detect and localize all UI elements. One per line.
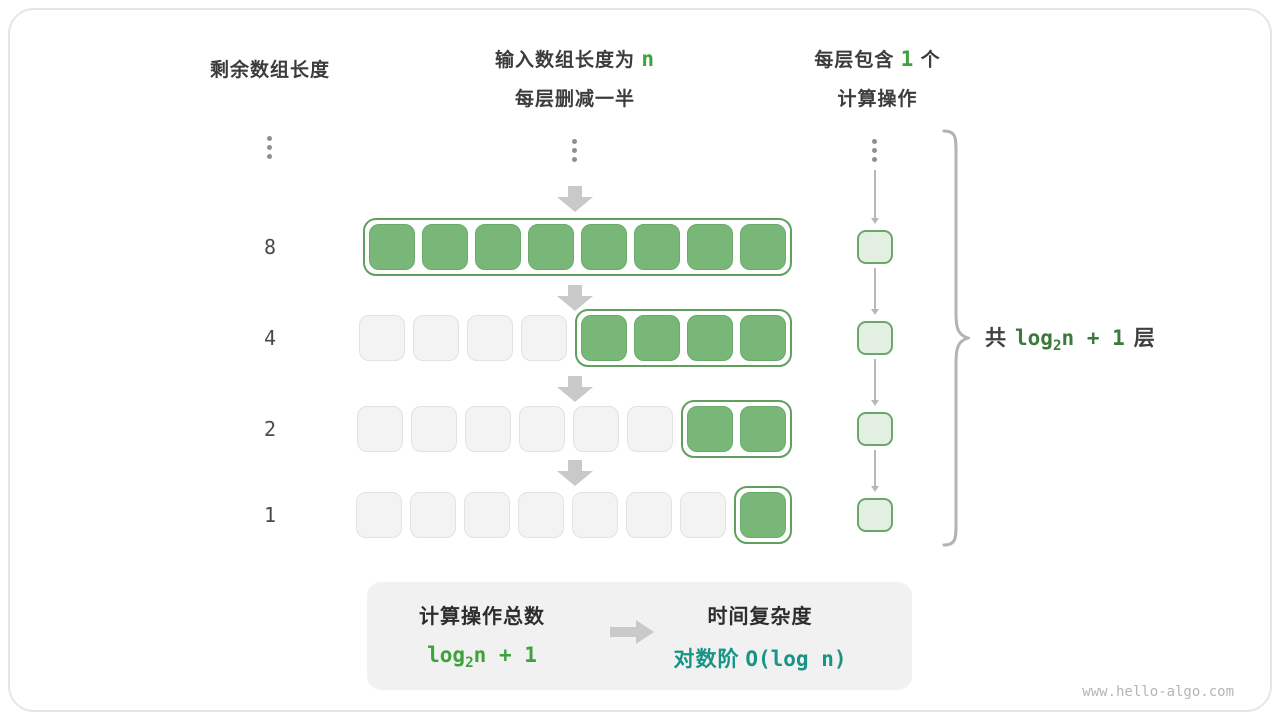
row-label: 4: [263, 326, 277, 350]
array-cell-active: [369, 224, 415, 270]
header-ops-per-layer-suffix: 个: [920, 50, 941, 71]
right-arrow-icon: [610, 620, 654, 644]
connector-arrow-icon: [871, 170, 879, 224]
array-cell-removed: [413, 315, 459, 361]
array-row: [359, 309, 792, 367]
array-cell-active: [634, 224, 680, 270]
header-ops-per-layer-text: 每层包含: [814, 50, 895, 71]
row-label: 2: [263, 417, 277, 441]
array-cell-removed: [521, 315, 567, 361]
array-cell-removed: [626, 492, 672, 538]
down-arrow-icon: [557, 186, 593, 212]
header-ops-per-layer: 每层包含 1 个: [780, 45, 975, 72]
down-arrow-icon: [557, 285, 593, 311]
active-subarray-group: [575, 309, 792, 367]
array-cell-active: [740, 492, 786, 538]
header-input-length-n: n: [641, 47, 655, 71]
down-arrow-icon: [557, 460, 593, 486]
header-compute-ops: 计算操作: [837, 89, 918, 110]
array-row: [363, 218, 792, 276]
active-subarray-group: [681, 400, 792, 458]
ellipsis-dots-icon: [572, 139, 577, 162]
array-cell-active: [581, 315, 627, 361]
array-cell-active: [581, 224, 627, 270]
array-cell-active: [740, 224, 786, 270]
summary-left-column: 计算操作总数 log2n + 1: [372, 600, 592, 672]
ellipsis-dots-icon: [267, 136, 272, 159]
operation-cell: [857, 412, 893, 446]
array-cell-removed: [573, 406, 619, 452]
summary-box: 计算操作总数 log2n + 1 时间复杂度 对数阶 O(log n): [367, 582, 912, 690]
header-ops-per-layer-count: 1: [900, 47, 915, 71]
array-cell-removed: [627, 406, 673, 452]
operation-cell: [857, 498, 893, 532]
array-cell-active: [528, 224, 574, 270]
layer-count-formula: log2n + 1: [1015, 326, 1125, 355]
array-cell-active: [422, 224, 468, 270]
header-halving: 每层删减一半: [514, 89, 635, 110]
layer-count-prefix: 共: [985, 327, 1006, 350]
total-ops-title: 计算操作总数: [419, 606, 545, 628]
time-complexity-title: 时间复杂度: [707, 606, 813, 628]
array-cell-active: [475, 224, 521, 270]
down-arrow-icon: [557, 376, 593, 402]
row-label: 1: [263, 503, 277, 527]
array-cell-active: [634, 315, 680, 361]
time-complexity-value: 对数阶 O(log n): [673, 647, 847, 671]
array-cell-removed: [465, 406, 511, 452]
array-cell-active: [740, 406, 786, 452]
header-remaining-length: 剩余数组长度: [209, 60, 330, 81]
watermark: www.hello-algo.com: [1082, 684, 1234, 700]
array-cell-removed: [357, 406, 403, 452]
connector-arrow-icon: [871, 268, 879, 315]
summary-right-column: 时间复杂度 对数阶 O(log n): [630, 600, 890, 673]
active-subarray-group: [734, 486, 792, 544]
operation-cell: [857, 321, 893, 355]
array-cell-active: [687, 224, 733, 270]
array-cell-active: [740, 315, 786, 361]
array-cell-removed: [359, 315, 405, 361]
array-row: [356, 486, 792, 544]
ellipsis-dots-icon: [872, 139, 877, 162]
array-cell-removed: [519, 406, 565, 452]
array-cell-removed: [467, 315, 513, 361]
active-subarray-group: [363, 218, 792, 276]
layer-count-suffix: 层: [1133, 327, 1155, 350]
array-cell-active: [687, 406, 733, 452]
operation-cell: [857, 230, 893, 264]
header-input-length: 输入数组长度为 n: [455, 45, 695, 72]
array-cell-removed: [356, 492, 402, 538]
curly-brace-icon: [942, 129, 970, 547]
array-row: [357, 400, 792, 458]
connector-arrow-icon: [871, 450, 879, 492]
row-label: 8: [263, 235, 277, 259]
array-cell-removed: [680, 492, 726, 538]
array-cell-removed: [572, 492, 618, 538]
connector-arrow-icon: [871, 359, 879, 406]
layer-count-label: 共 log2n + 1 层: [985, 322, 1225, 355]
array-cell-removed: [410, 492, 456, 538]
header-input-length-text: 输入数组长度为: [495, 50, 636, 71]
array-cell-active: [687, 315, 733, 361]
array-cell-removed: [518, 492, 564, 538]
total-ops-formula: log2n + 1: [427, 643, 537, 672]
array-cell-removed: [411, 406, 457, 452]
array-cell-removed: [464, 492, 510, 538]
